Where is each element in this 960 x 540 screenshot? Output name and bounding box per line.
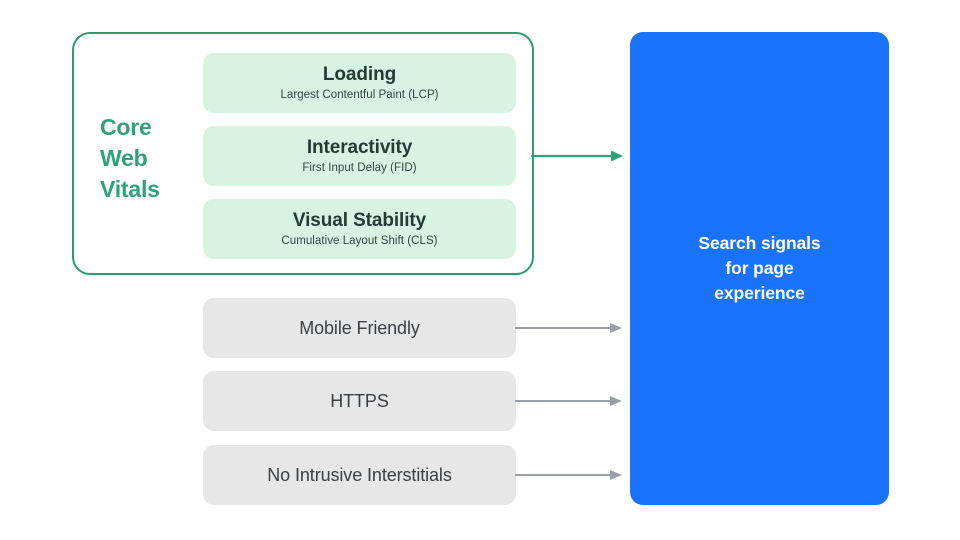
core-web-vitals-label-line-1: Core	[100, 114, 152, 140]
metric-title: Loading	[322, 64, 397, 85]
panel-text-line-2: for page	[725, 258, 794, 278]
metric-title: Visual Stability	[292, 210, 427, 231]
metric-subtitle: First Input Delay (FID)	[302, 162, 417, 174]
arrow-right-icon-https	[515, 396, 622, 406]
metric-subtitle: Cumulative Layout Shift (CLS)	[281, 235, 438, 247]
signal-label: Mobile Friendly	[299, 317, 420, 338]
arrow-right-icon-no-intrusive-interstitials	[515, 470, 622, 480]
metric-title: Interactivity	[306, 137, 413, 158]
signal-label: HTTPS	[330, 390, 389, 411]
panel-text-line-3: experience	[714, 283, 805, 303]
search-signals-panel[interactable]: Search signals for page experience	[630, 32, 889, 505]
arrow-right-icon-mobile-friendly	[515, 323, 622, 333]
search-signals-panel-text: Search signals for page experience	[660, 231, 860, 306]
panel-text-line-1: Search signals	[698, 233, 821, 253]
metric-subtitle: Largest Contentful Paint (LCP)	[280, 89, 439, 101]
arrow-right-icon-core-web-vitals	[531, 150, 623, 162]
metric-card-visual-stability[interactable]: Visual Stability Cumulative Layout Shift…	[203, 199, 516, 259]
core-web-vitals-label-line-2: Web	[100, 145, 148, 171]
signal-box-mobile-friendly[interactable]: Mobile Friendly	[203, 298, 516, 358]
core-web-vitals-label: Core Web Vitals	[100, 112, 196, 205]
core-web-vitals-label-line-3: Vitals	[100, 176, 160, 202]
signal-box-no-intrusive-interstitials[interactable]: No Intrusive Interstitials	[203, 445, 516, 505]
signal-label: No Intrusive Interstitials	[267, 464, 452, 485]
metric-card-loading[interactable]: Loading Largest Contentful Paint (LCP)	[203, 53, 516, 113]
metric-card-interactivity[interactable]: Interactivity First Input Delay (FID)	[203, 126, 516, 186]
signal-box-https[interactable]: HTTPS	[203, 371, 516, 431]
